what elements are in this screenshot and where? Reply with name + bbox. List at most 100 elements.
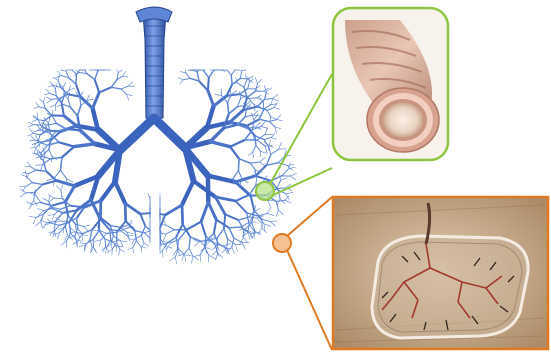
bronchus-branch	[274, 103, 277, 108]
bronchus-branch	[210, 128, 224, 142]
bronchus-branch	[170, 257, 175, 261]
bronchus-branch	[276, 200, 285, 201]
bronchus-branch	[63, 83, 66, 88]
bronchus-branch	[239, 159, 250, 163]
bronchus-branch	[121, 89, 126, 94]
bronchus-branch	[55, 99, 59, 105]
bronchus-branch	[268, 201, 271, 207]
bronchus-branch	[83, 235, 88, 236]
bronchus-branch	[182, 181, 194, 205]
bronchus-branch	[61, 157, 62, 170]
bronchus-branch	[73, 241, 78, 245]
bronchus-branch	[200, 255, 201, 261]
bronchus-branch	[141, 236, 144, 244]
bronchus-branch	[234, 170, 239, 177]
bronchus-branch	[141, 243, 144, 249]
bronchus-branch	[254, 209, 260, 211]
bronchus-branch	[133, 248, 134, 254]
bronchus-branch	[48, 215, 54, 216]
bronchus-branch	[267, 108, 274, 111]
bronchus-branch	[235, 182, 250, 196]
bronchus-branch	[267, 207, 271, 213]
bronchus-branch	[45, 149, 50, 153]
bronchus-branch	[165, 205, 182, 215]
bronchus-branch	[178, 254, 184, 256]
bronchus-branch	[267, 110, 271, 117]
bronchus-branch	[182, 254, 183, 260]
bronchus-branch	[183, 78, 190, 80]
bronchus-branch	[221, 89, 222, 96]
bronchus-branch	[87, 99, 93, 100]
bronchus-branch	[160, 215, 165, 228]
bronchus-branch	[261, 151, 266, 153]
bronchus-branch	[49, 195, 50, 201]
bronchus-branch	[25, 171, 27, 177]
bronchus-branch	[43, 198, 49, 201]
orange-connector-top	[287, 197, 332, 236]
bronchus-branch	[278, 210, 283, 215]
bronchus-branch	[28, 133, 33, 136]
bronchus-branch	[270, 222, 275, 226]
bronchus-branch	[230, 140, 245, 147]
bronchus-branch	[239, 70, 242, 71]
bronchus-branch	[259, 119, 269, 121]
bronchus-branch	[110, 226, 120, 228]
bronchus-branch	[72, 70, 76, 74]
bronchus-branch	[33, 202, 41, 204]
bronchus-branch	[239, 220, 244, 229]
bronchus-branch	[185, 255, 192, 256]
bronchus-branch	[85, 240, 90, 246]
bronchus-branch	[132, 239, 135, 244]
bronchus-branch	[236, 201, 247, 213]
bronchus-branch	[273, 99, 279, 102]
bronchus-branch	[61, 70, 66, 71]
bronchus-branch	[258, 79, 262, 83]
bronchus-branch	[265, 99, 273, 100]
bronchus-branch	[229, 227, 241, 228]
green-connector-top	[270, 74, 332, 184]
bronchus-branch	[58, 75, 60, 80]
bronchus-branch	[280, 174, 281, 181]
bronchus-branch	[94, 240, 101, 242]
bronchus-branch	[277, 181, 281, 189]
alveolus-marker-icon	[273, 234, 291, 252]
bronchus-branch	[154, 118, 185, 148]
bronchus-branch	[34, 130, 41, 132]
bronchus-branch	[50, 93, 57, 96]
bronchus-branch	[62, 147, 74, 158]
bronchus-branch	[90, 230, 92, 240]
bronchus-branch	[240, 71, 242, 79]
bronchus-branch	[250, 162, 259, 163]
bronchus-branch	[111, 87, 121, 89]
bronchus-branch	[29, 122, 34, 125]
bronchus-branch	[32, 183, 42, 185]
bronchus-branch	[33, 133, 40, 135]
bronchus-branch	[277, 120, 283, 121]
bronchus-branch	[199, 81, 208, 91]
bronchus-branch	[30, 140, 35, 141]
bronchus-branch	[36, 196, 41, 203]
bronchus-branch	[194, 255, 201, 257]
bronchus-branch	[208, 256, 209, 263]
bronchus-branch	[213, 251, 217, 255]
bronchus-branch	[37, 149, 39, 155]
bronchus-branch	[290, 176, 296, 180]
bronchus-branch	[265, 146, 267, 153]
bronchus-branch	[30, 129, 33, 134]
bronchus-branch	[255, 78, 257, 84]
bronchus-branch	[264, 105, 271, 110]
bronchus-branch	[253, 152, 254, 158]
bronchus-branch	[141, 226, 145, 235]
bronchus-branch	[141, 247, 142, 252]
bronchus-branch	[46, 89, 49, 93]
bronchus-branch	[238, 170, 242, 179]
bronchus-branch	[238, 159, 239, 171]
bronchus-branch	[186, 73, 191, 79]
bronchus-branch	[290, 173, 296, 176]
bronchus-branch	[95, 80, 100, 93]
bronchus-branch	[264, 138, 271, 140]
bronchus-branch	[47, 97, 52, 99]
bronchus-branch	[140, 214, 145, 226]
bronchus-branch	[224, 214, 225, 228]
bronchus-branch	[69, 85, 70, 90]
